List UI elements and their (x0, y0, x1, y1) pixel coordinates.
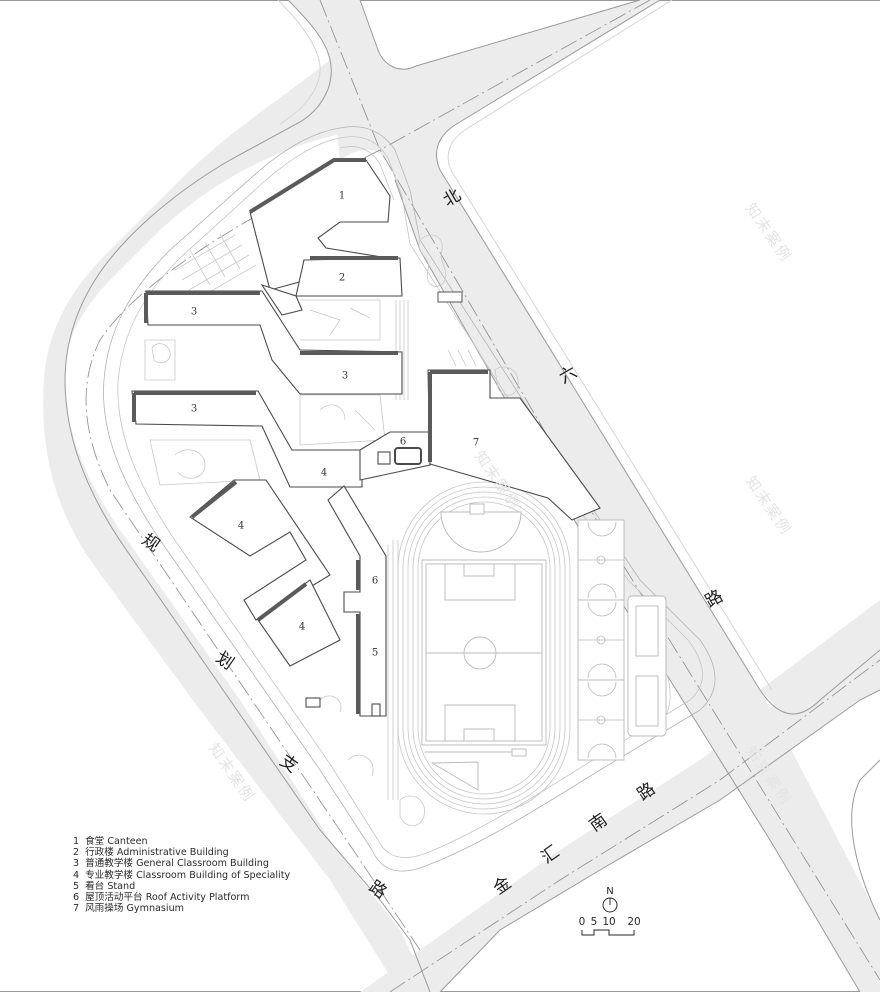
north-label: N (606, 886, 614, 897)
legend-item-administrative: 2 行政楼 Administrative Building (73, 847, 229, 859)
basketball-courts (577, 519, 667, 761)
building-6a-label[interactable]: 6 (399, 436, 407, 448)
legend: 1 食堂 Canteen 2 行政楼 Administrative Buildi… (73, 836, 290, 914)
building-3c-label[interactable]: 3 (190, 403, 198, 415)
building-1-label[interactable]: 1 (338, 190, 346, 202)
legend-item-speciality-classroom: 4 专业教学楼 Classroom Building of Speciality (73, 869, 291, 881)
building-5-label[interactable]: 5 (371, 647, 379, 659)
site-boundary (103, 126, 716, 872)
building-3a-label[interactable]: 3 (190, 306, 198, 318)
building-4c-label[interactable]: 4 (298, 621, 306, 633)
buildings (131, 158, 601, 717)
landscape (144, 233, 671, 827)
building-6b-label[interactable]: 6 (371, 575, 379, 587)
sports-field (387, 481, 571, 815)
legend-item-canteen: 1 食堂 Canteen (73, 836, 148, 847)
legend-item-stand: 5 看台 Stand (73, 880, 136, 892)
scale-bar-graphic (581, 929, 635, 936)
building-2-label[interactable]: 2 (338, 272, 346, 284)
legend-item-roof-platform: 6 屋顶活动平台 Roof Activity Platform (73, 892, 250, 904)
building-3b-label[interactable]: 3 (341, 370, 349, 382)
building-4b-label[interactable]: 4 (237, 520, 245, 532)
building-7-label[interactable]: 7 (472, 437, 480, 449)
legend-item-general-classroom: 3 普通教学楼 General Classroom Building (73, 858, 269, 870)
scale-tick-20: 20 (627, 916, 641, 928)
scale-tick-10: 10 (602, 916, 616, 928)
scale-tick-5: 5 (590, 916, 598, 928)
scale-tick-0: 0 (578, 916, 586, 928)
legend-item-gymnasium: 7 风雨操场 Gymnasium (73, 903, 185, 915)
building-4a-label[interactable]: 4 (320, 467, 328, 479)
north-arrow: N (599, 886, 621, 916)
north-arrow-icon (602, 897, 618, 913)
